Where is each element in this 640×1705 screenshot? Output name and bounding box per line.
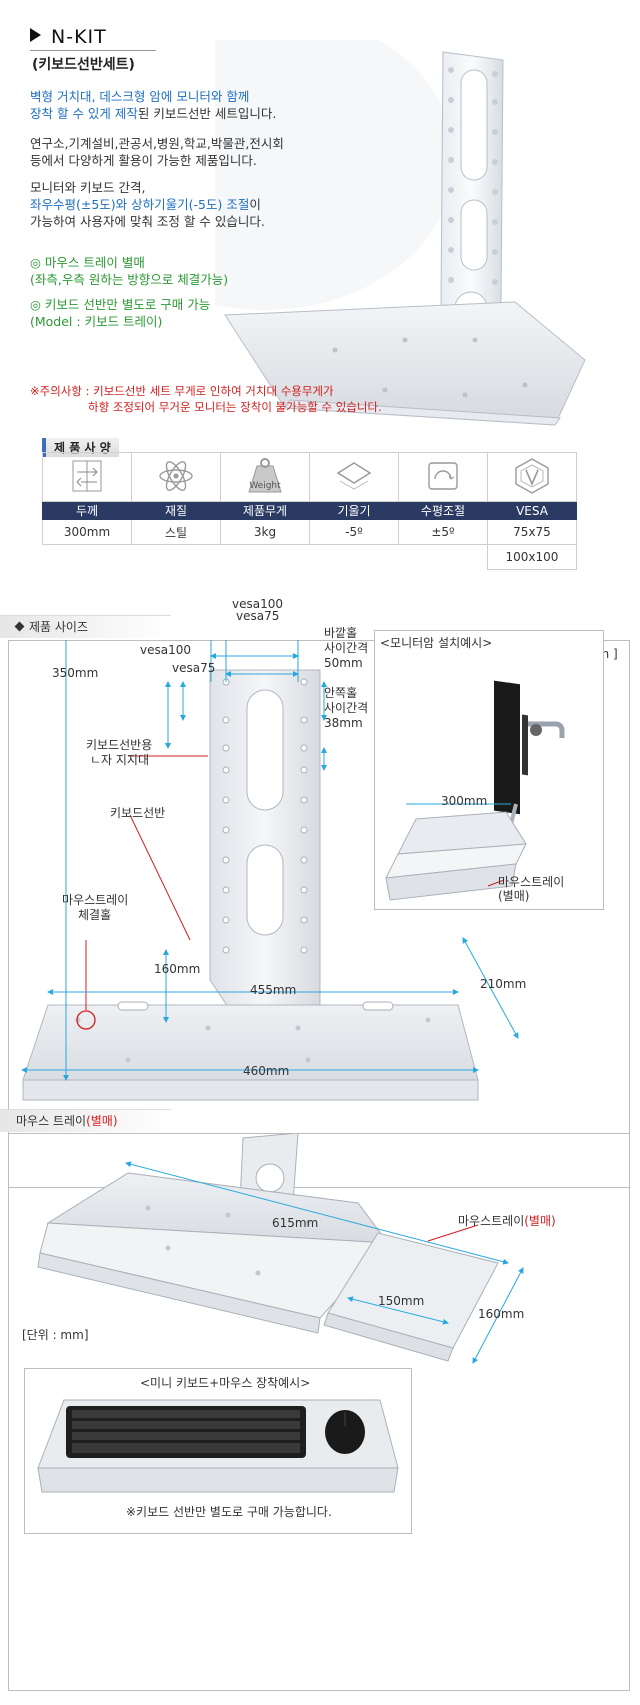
spec-header-tilt: 기울기 [309,501,399,520]
label-160mm: 160mm [154,962,201,976]
label-support-2: ㄴ자 지지대 [90,753,150,767]
rotate-icon [398,452,488,502]
mouse-unit-label: [단위 : mm] [22,1328,89,1342]
intro-p3-line3: 가능하여 사용자에 맞춰 조정 할 수 있습니다. [30,214,265,229]
mouse-section-bar: 마우스 트레이(별매) [0,1109,171,1132]
spec-table: Weight 두께 재질 제품무게 기울기 수평조절 VESA 300mm 스틸… [42,452,577,570]
label-inner-hole: 안쪽홀 사이간격 38mm [324,686,368,731]
spec-header-swivel: 수평조절 [398,501,488,520]
atom-icon [131,452,221,502]
monitor-arm-example-image [385,680,565,901]
note-shelf-only: ◎ 키보드 선반만 별도로 구매 가능 (Model : 키보드 트레이) [30,296,210,330]
note-shelf-only-line2: (Model : 키보드 트레이) [30,314,163,329]
label-350mm: 350mm [52,666,99,680]
caution-line2: 하향 조정되어 무거운 모니터는 장착이 불가능할 수 있습니다. [88,400,382,414]
intro-p2-line1: 연구소,기계설비,관공서,병원,학교,박물관,전시회 [30,136,284,151]
intro-p3-line1: 모니터와 키보드 간격, [30,180,146,195]
monitor-arm-example-title: <모니터암 설치예시> [380,636,493,650]
intro-paragraph-2: 연구소,기계설비,관공서,병원,학교,박물관,전시회 등에서 다양하게 활용이 … [30,135,284,169]
spec-value-material: 스틸 [131,519,221,545]
product-title: N-KIT [30,26,107,48]
thickness-icon [42,452,132,502]
spec-value-thickness: 300mm [42,519,132,545]
spec-header-thickness: 두께 [42,501,132,520]
label-mouse-hole-2: 체결홀 [78,908,112,922]
product-title-text: N-KIT [51,26,107,48]
size-section-bar: 제품 사이즈 [0,615,171,638]
label-example-mouse-tray: 마우스트레이 [498,875,565,889]
weight-icon: Weight [220,452,310,502]
weight-icon-label: Weight [249,481,281,491]
spec-value-tilt: -5º [309,519,399,545]
mouse-section-title-sold: (별매) [86,1114,118,1128]
keyboard-example-note: ※키보드 선반만 별도로 구매 가능합니다. [126,1505,332,1519]
note-mouse-tray: ◎ 마우스 트레이 별매 (좌측,우측 원하는 방향으로 체결가능) [30,254,228,288]
label-460mm: 460mm [243,1064,290,1078]
size-diagram [21,640,519,1101]
keyboard-example-image [37,1399,399,1493]
label-mouse-hole-1: 마우스트레이 [62,893,129,907]
intro-p1-rest: 된 키보드선반 세트입니다. [137,106,277,121]
label-support: 키보드선반용 ㄴ자 지지대 [86,738,152,768]
label-vesa100-top: vesa100 [232,597,283,611]
label-mouse-tray-text: 마우스트레이 [458,1214,525,1228]
note-mouse-tray-line1: ◎ 마우스 트레이 별매 [30,255,145,270]
label-vesa75-side: vesa75 [172,661,216,675]
label-300mm: 300mm [441,794,488,808]
label-inner-hole-2: 사이간격 [324,701,369,715]
label-outer-hole-2: 사이간격 [324,641,369,655]
intro-p1-line1: 벽형 거치대, 데스크형 암에 모니터와 함께 [30,89,250,104]
label-150mm: 150mm [378,1294,425,1308]
tilt-icon [309,452,399,502]
label-mouse-hole: 마우스트레이 체결홀 [62,893,128,923]
mouse-tray-diagram [37,1133,524,1364]
intro-p3-highlight: 좌우수평(±5도)와 상하기울기(-5도) 조절 [30,197,250,212]
intro-p3-rest: 이 [249,197,261,212]
product-subtitle: (키보드선반세트) [32,57,135,73]
title-divider [30,50,156,51]
label-example-sold-separately: (별매) [498,889,530,903]
intro-paragraph-1: 벽형 거치대, 데스크형 암에 모니터와 함께 장착 할 수 있게 제작된 키보… [30,88,276,122]
spec-value-vesa-extra: 100x100 [487,544,577,570]
spec-value-weight: 3kg [220,519,310,545]
label-shelf: 키보드선반 [110,806,166,820]
caution-line1: ※주의사항 : 키보드선반 세트 무게로 인하여 거치대 수용무게가 [30,384,334,398]
label-outer-hole-3: 50mm [324,656,363,670]
diamond-bullet-icon [14,621,25,632]
label-160mm-tray: 160mm [478,1307,525,1321]
caution-text: ※주의사항 : 키보드선반 세트 무게로 인하여 거치대 수용무게가 하향 조정… [30,383,382,415]
intro-p1-line2: 장착 할 수 있게 제작된 키보드선반 세트입니다. [30,105,276,122]
intro-paragraph-3: 모니터와 키보드 간격, 좌우수평(±5도)와 상하기울기(-5도) 조절이 가… [30,179,265,230]
label-inner-hole-3: 38mm [324,716,363,730]
spec-header-material: 재질 [131,501,221,520]
label-outer-hole: 바깥홀 사이간격 50mm [324,626,368,671]
spec-header-vesa: VESA [487,501,577,520]
label-support-1: 키보드선반용 [86,738,153,752]
play-triangle-icon [30,28,41,42]
spec-header-weight: 제품무게 [220,501,310,520]
label-vesa75-top: vesa75 [236,609,280,623]
label-inner-hole-1: 안쪽홀 [324,686,358,700]
intro-p1-highlight: 장착 할 수 있게 제작 [30,106,138,121]
spec-value-swivel: ±5º [398,519,488,545]
label-outer-hole-1: 바깥홀 [324,626,358,640]
intro-p2-line2: 등에서 다양하게 활용이 가능한 제품입니다. [30,153,257,168]
label-615mm: 615mm [272,1216,319,1230]
label-mouse-tray: 마우스트레이(별매) [458,1214,556,1229]
label-455mm: 455mm [250,983,297,997]
note-shelf-only-line1: ◎ 키보드 선반만 별도로 구매 가능 [30,297,211,312]
label-vesa100-side: vesa100 [140,643,191,657]
spec-value-vesa: 75x75 [487,519,577,545]
label-mouse-tray-sold: (별매) [524,1214,556,1228]
vesa-icon [487,452,577,502]
keyboard-example-title: <미니 키보드+마우스 장착예시> [140,1376,311,1390]
mouse-section-title: 마우스 트레이 [16,1114,87,1128]
label-210mm: 210mm [480,977,527,991]
note-mouse-tray-line2: (좌측,우측 원하는 방향으로 체결가능) [30,272,229,287]
size-section-title: 제품 사이즈 [29,620,89,634]
product-illustration [215,40,586,426]
mouse-diagram-box [8,1133,630,1691]
